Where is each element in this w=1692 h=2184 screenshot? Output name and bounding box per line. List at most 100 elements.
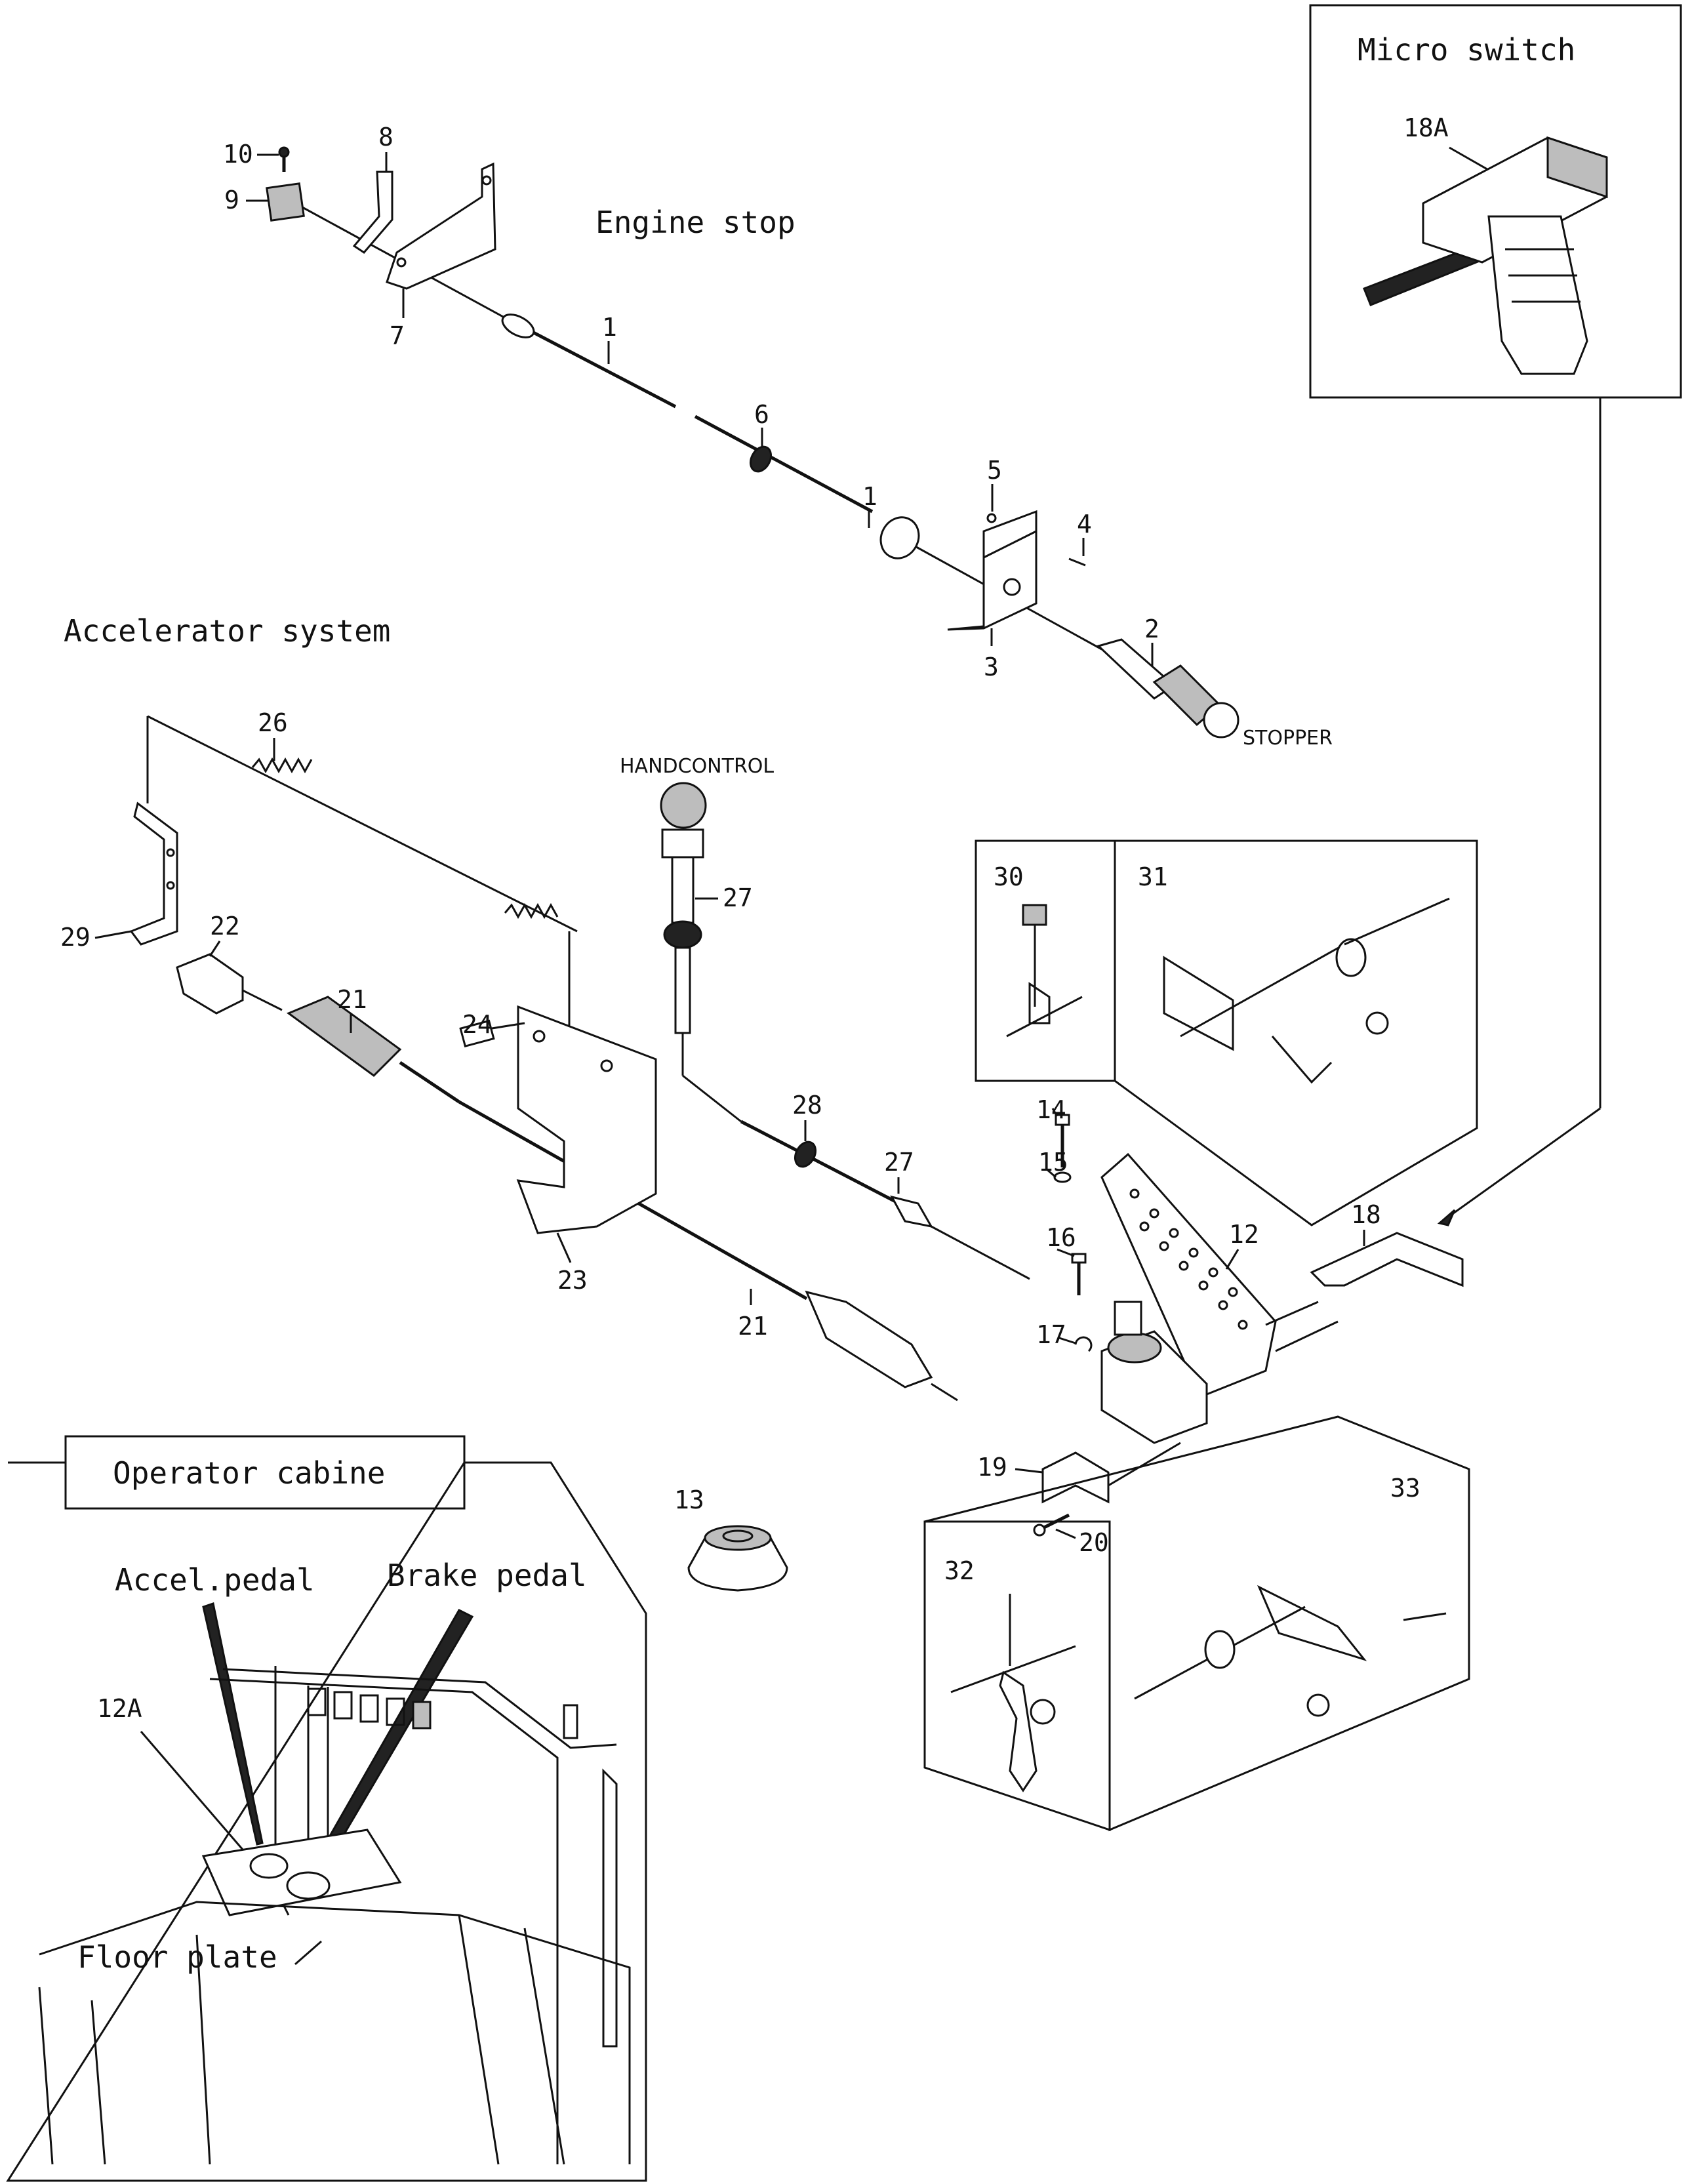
inset-33-plate (1257, 1585, 1367, 1661)
pedal-holes (1129, 1188, 1248, 1330)
bracket-29-hole-1 (166, 848, 175, 857)
handcontrol-knob (660, 782, 707, 829)
cable-nut (879, 516, 920, 559)
callout-32: 32 (944, 1556, 975, 1585)
grommet-part-6 (749, 445, 773, 473)
spring-part-26-lower (504, 902, 559, 920)
clevis-rod (242, 989, 283, 1011)
callout-3: 3 (984, 653, 999, 681)
cabin-top-frame (209, 1678, 559, 2164)
leader-16 (1057, 1248, 1075, 1257)
bolt-part-24 (459, 1019, 495, 1048)
callout-13: 13 (674, 1486, 704, 1514)
leader-14 (1051, 1108, 1058, 1117)
inset-31-frame (1114, 839, 1478, 1226)
leader-19 (1015, 1468, 1043, 1474)
bolt-20-head (1033, 1524, 1046, 1537)
washer-part-5 (986, 513, 997, 523)
callout-24: 24 (462, 1010, 493, 1039)
handcontrol-group: HANDCONTROL 27 28 27 (620, 755, 1030, 1280)
cabin-vent-slots (307, 1688, 432, 1729)
bracket-23-hole-2 (600, 1059, 613, 1072)
callout-4: 4 (1077, 510, 1092, 538)
inset-30-31: 30 31 (975, 839, 1478, 1226)
inset-31-cable (1344, 897, 1450, 946)
pedal-stop (1114, 1301, 1142, 1336)
callout-28: 28 (792, 1091, 822, 1120)
bracket-part-3-top (982, 510, 1037, 559)
callout-8: 8 (378, 123, 393, 152)
leader-12a (140, 1731, 244, 1850)
inset-32-lever (999, 1670, 1037, 1792)
callout-29: 29 (60, 923, 91, 952)
accelerator-system-title: Accelerator system (64, 613, 391, 649)
cabine-frame (6, 1461, 647, 2182)
cable-end-part-21 (805, 1290, 933, 1388)
stopper-knob-part-2 (1203, 702, 1239, 738)
callout-9: 9 (224, 186, 239, 214)
inset-32-pin (950, 1645, 1076, 1693)
callout-20: 20 (1079, 1528, 1109, 1557)
bracket-part-29 (129, 801, 178, 946)
cable-part-21-a (399, 1061, 460, 1104)
micro-switch-frame (1309, 4, 1682, 399)
bolt-16-head (1071, 1253, 1087, 1264)
callout-18a: 18A (1403, 113, 1449, 142)
floor-plate-accel-hole (249, 1853, 289, 1879)
inset-33-pin (1403, 1612, 1447, 1621)
bolt-24-shaft (491, 1022, 525, 1030)
callout-6: 6 (754, 400, 769, 429)
handcontrol-label: HANDCONTROL (620, 755, 774, 778)
clip-part-17 (1074, 1336, 1093, 1352)
cabin-right-post (602, 1768, 618, 2048)
floor-plate-label: Floor plate (77, 1939, 277, 1975)
engine-stop-title: Engine stop (595, 205, 796, 240)
handcontrol-nut (661, 828, 704, 859)
bracket-7-hole-2 (481, 175, 492, 186)
inset-30-block (1022, 904, 1047, 926)
handcontrol-rod (674, 946, 691, 1034)
bracket-part-8 (352, 171, 393, 254)
stopper-label: STOPPER (1243, 727, 1333, 750)
accel-pedal-label: Accel.pedal (115, 1562, 315, 1598)
callout-22: 22 (210, 912, 240, 940)
engine-stop-group: Engine stop STOPPER 10 (223, 123, 1333, 750)
callout-1a: 1 (602, 313, 617, 342)
callout-19: 19 (977, 1453, 1007, 1482)
leader-22 (209, 940, 221, 957)
plate-part-19 (1041, 1451, 1110, 1504)
bracket-part-18 (1310, 1232, 1464, 1287)
spring-line (147, 715, 578, 933)
leader-12 (1225, 1249, 1239, 1270)
callout-2: 2 (1144, 615, 1159, 643)
callout-5: 5 (987, 456, 1002, 485)
rubber-stop-body (687, 1537, 788, 1592)
cabin-lower-frame (38, 1934, 211, 2165)
rubber-stop-top (704, 1525, 772, 1551)
handcontrol-cable-part-27 (740, 1120, 919, 1215)
callout-21b: 21 (738, 1312, 768, 1341)
bracket-18-link (1265, 1301, 1319, 1326)
leader-20 (1055, 1528, 1076, 1539)
stop-cable-part-1a (523, 326, 677, 409)
micro-switch-leader-2 (1439, 1107, 1601, 1224)
inset-31-lever (1271, 1036, 1333, 1084)
cable-boot-part-21 (286, 996, 402, 1077)
cable-end-fitting (501, 313, 535, 338)
bracket-part-23 (516, 1005, 657, 1234)
callout-17: 17 (1036, 1320, 1066, 1349)
bracket-3-hole (1003, 578, 1021, 596)
callout-18: 18 (1351, 1200, 1381, 1229)
brake-pedal-label: Brake pedal (387, 1558, 587, 1593)
callout-15: 15 (1038, 1148, 1068, 1177)
micro-switch-arrow (1437, 1209, 1456, 1226)
grommet-part-28 (794, 1141, 817, 1168)
floor-plate-brake-hole (286, 1871, 331, 1900)
callout-10: 10 (223, 140, 253, 169)
callout-21a: 21 (337, 985, 367, 1014)
bracket-7-hole (396, 257, 407, 268)
leader-23 (556, 1232, 572, 1263)
callout-12: 12 (1229, 1220, 1259, 1249)
rubber-stop-part-13: 13 (674, 1486, 788, 1592)
spring-part-26-upper (251, 757, 313, 774)
